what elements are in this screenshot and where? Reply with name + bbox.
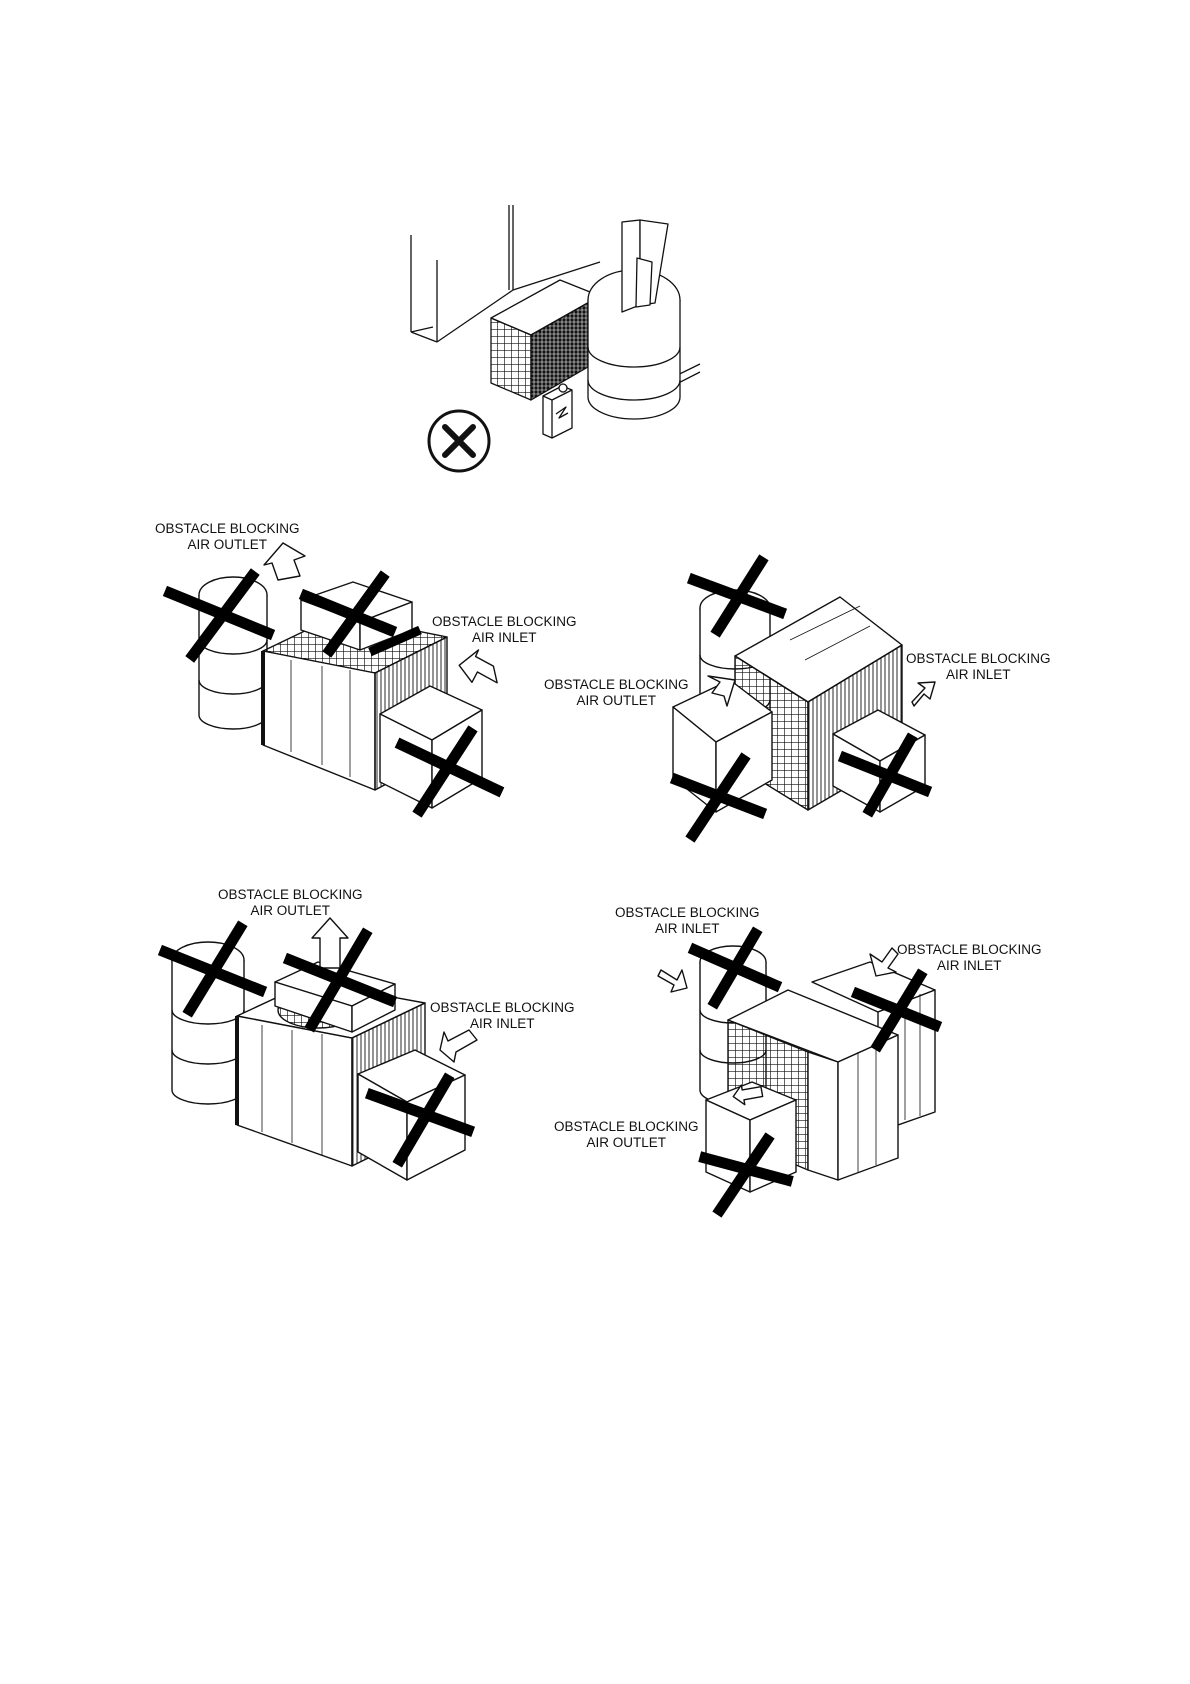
prohibited-icon — [429, 411, 489, 471]
scene-4-blocked-unit — [658, 946, 935, 1192]
scene-top-cluttered-unit — [411, 205, 700, 438]
